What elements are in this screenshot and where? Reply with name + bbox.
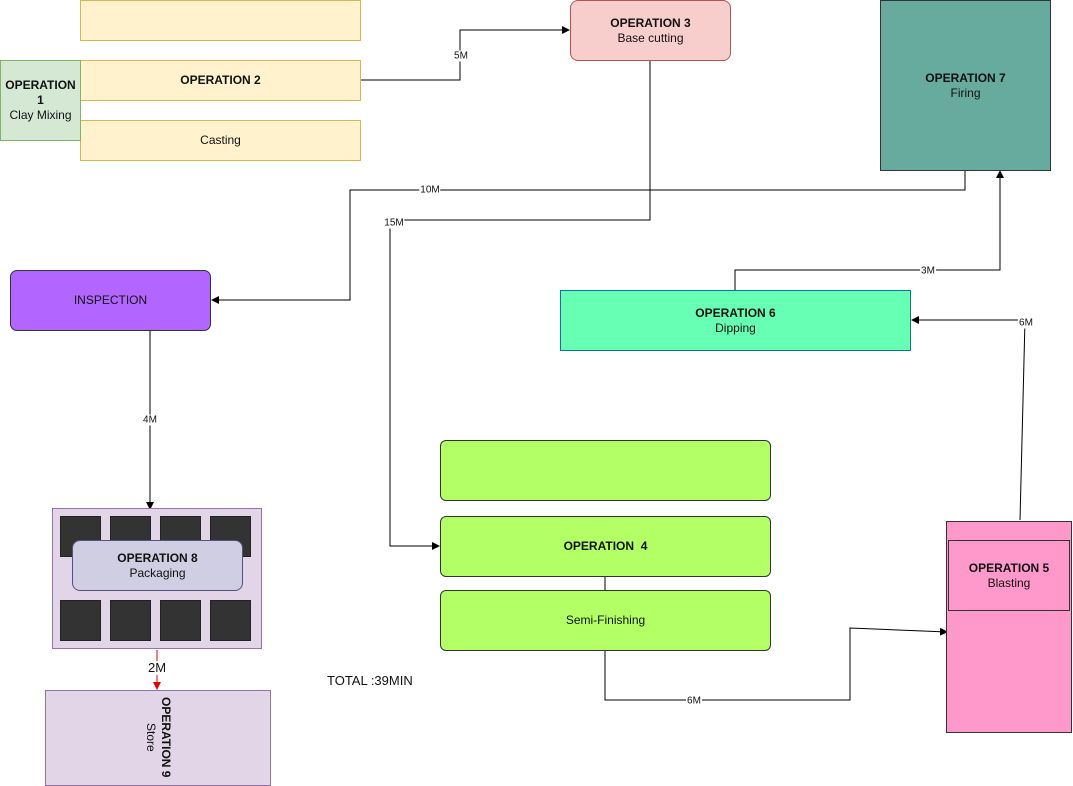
edge-op6-op7 (734, 170, 1004, 290)
edge-op4-op5 (604, 576, 948, 701)
op3-title: OPERATION 3 (610, 16, 691, 30)
op8-tile (160, 600, 201, 641)
op8-title: OPERATION 8 (117, 550, 198, 565)
op4-semi-finishing-box[interactable]: Semi-Finishing (440, 590, 771, 651)
op2-box[interactable]: OPERATION 2 (80, 60, 361, 101)
op7-box[interactable]: OPERATION 7 Firing (880, 0, 1051, 171)
op5-subtitle: Blasting (987, 575, 1031, 590)
op4-box[interactable]: OPERATION 4 (440, 516, 771, 577)
inspection-box[interactable]: INSPECTION (10, 270, 211, 331)
op3-box[interactable]: OPERATION 3 Base cutting (570, 0, 731, 61)
op6-subtitle: Dipping (715, 320, 756, 335)
op8-tile (60, 600, 101, 641)
edge-label-op2-op3: 5M (453, 50, 469, 62)
edge-label-op3-op4: 15M (383, 217, 405, 229)
op8-box[interactable]: OPERATION 8 Packaging (72, 540, 243, 591)
op2-casting-label: Casting (200, 133, 241, 147)
op6-title: OPERATION 6 (695, 305, 776, 320)
op1-title: OPERATION 1 (5, 78, 76, 107)
op9-title: OPERATION 9 (159, 697, 173, 778)
op2-casting-box[interactable]: Casting (80, 120, 361, 161)
op9-subtitle: Store (144, 722, 158, 752)
op8-subtitle: Packaging (129, 565, 186, 580)
op7-subtitle: Firing (950, 86, 981, 100)
op5-box[interactable]: OPERATION 5 Blasting (948, 540, 1070, 611)
op4-top-blank-box[interactable] (440, 440, 771, 501)
op2-title: OPERATION 2 (180, 73, 261, 87)
op4-semi-finishing-label: Semi-Finishing (565, 613, 646, 627)
edge-op5-op6 (911, 316, 1026, 521)
total-time-label: TOTAL :39MIN (327, 673, 413, 688)
op6-box[interactable]: OPERATION 6 Dipping (560, 290, 911, 351)
op4-title: OPERATION 4 (563, 539, 648, 553)
op7-title: OPERATION 7 (925, 71, 1006, 85)
edge-label-inspection-op8: 4M (142, 414, 158, 426)
inspection-label: INSPECTION (73, 293, 148, 307)
edge-label-op8-op9: 2M (146, 660, 168, 675)
op8-tile (110, 600, 151, 641)
edge-label-op5-op6: 6M (1018, 317, 1034, 329)
edge-op7-inspection (211, 170, 966, 304)
op5-title: OPERATION 5 (968, 560, 1050, 575)
edge-label-op4-op5: 6M (686, 695, 702, 707)
op3-subtitle: Base cutting (617, 31, 684, 45)
op9-box[interactable]: OPERATION 9 Store (45, 690, 271, 786)
edge-label-op7-inspection: 10M (419, 184, 441, 196)
op8-tile (210, 600, 251, 641)
op1-box[interactable]: OPERATION 1 Clay Mixing (0, 60, 81, 141)
op2-top-blank-box[interactable] (80, 0, 361, 41)
op1-subtitle: Clay Mixing (9, 108, 72, 122)
op9-text-group: OPERATION 9 Store (143, 691, 173, 777)
edge-label-op6-op7: 3M (920, 265, 936, 277)
